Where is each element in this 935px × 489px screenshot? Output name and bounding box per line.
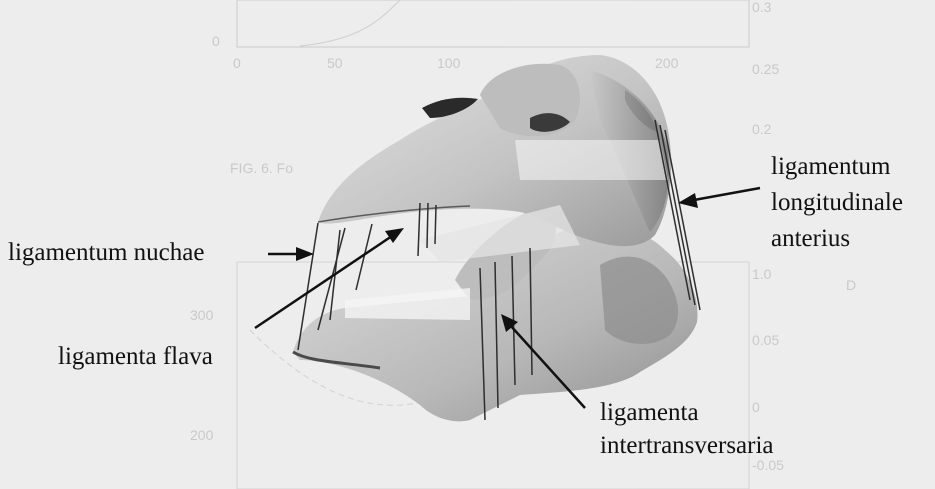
ghost-x-tick-1: 50 (327, 55, 343, 71)
label-longitudinale-line-2: longitudinale (771, 188, 903, 217)
arrow-flava-head (385, 228, 404, 243)
ghost-y-tick-right-4: 0.05 (752, 332, 779, 348)
ghost-y-tick-left-1: 300 (190, 307, 214, 323)
ghost-y-tick-right-5: 0 (752, 399, 760, 415)
ghost-curve-top (300, 0, 400, 46)
label-ligamenta-flava: ligamenta flava (58, 342, 213, 371)
arrow-longitudinale-head (678, 193, 698, 208)
ghost-y-tick-right-0: 0.3 (752, 0, 772, 15)
ghost-y-tick-left-0: 0 (212, 33, 220, 49)
longitudinale-sheet (515, 140, 668, 180)
arrow-nuchae-head (296, 247, 314, 261)
flava-fibre-1 (356, 224, 372, 290)
label-longitudinale-line-1: ligamentum (771, 152, 890, 181)
flava-fibre-4 (435, 205, 436, 244)
ghost-y-tick-right-3: 1.0 (752, 266, 772, 282)
label-intertransversaria-line-2: intertransversaria (600, 431, 774, 460)
label-longitudinale-line-3: anterius (771, 224, 850, 253)
ligamenta-flava-sheet (345, 288, 470, 320)
flava-fibre-3 (427, 203, 428, 248)
ghost-x-tick-0: 0 (233, 55, 241, 71)
ghost-axis-label: D (846, 277, 856, 293)
ghost-x-tick-2: 100 (437, 55, 461, 71)
ghost-y-tick-left-2: 200 (190, 427, 214, 443)
ghost-x-tick-3: 200 (655, 55, 679, 71)
ghost-y-tick-right-2: 0.2 (752, 121, 772, 137)
arrow-longitudinale-shaft (694, 188, 760, 200)
label-ligamentum-nuchae: ligamentum nuchae (8, 238, 204, 267)
ghost-y-tick-right-1: 0.25 (752, 61, 779, 77)
ghost-caption: FIG. 6. Fo (230, 160, 293, 176)
label-intertransversaria-line-1: ligamenta (600, 398, 699, 427)
ghost-plot-frame-top (237, 0, 749, 47)
